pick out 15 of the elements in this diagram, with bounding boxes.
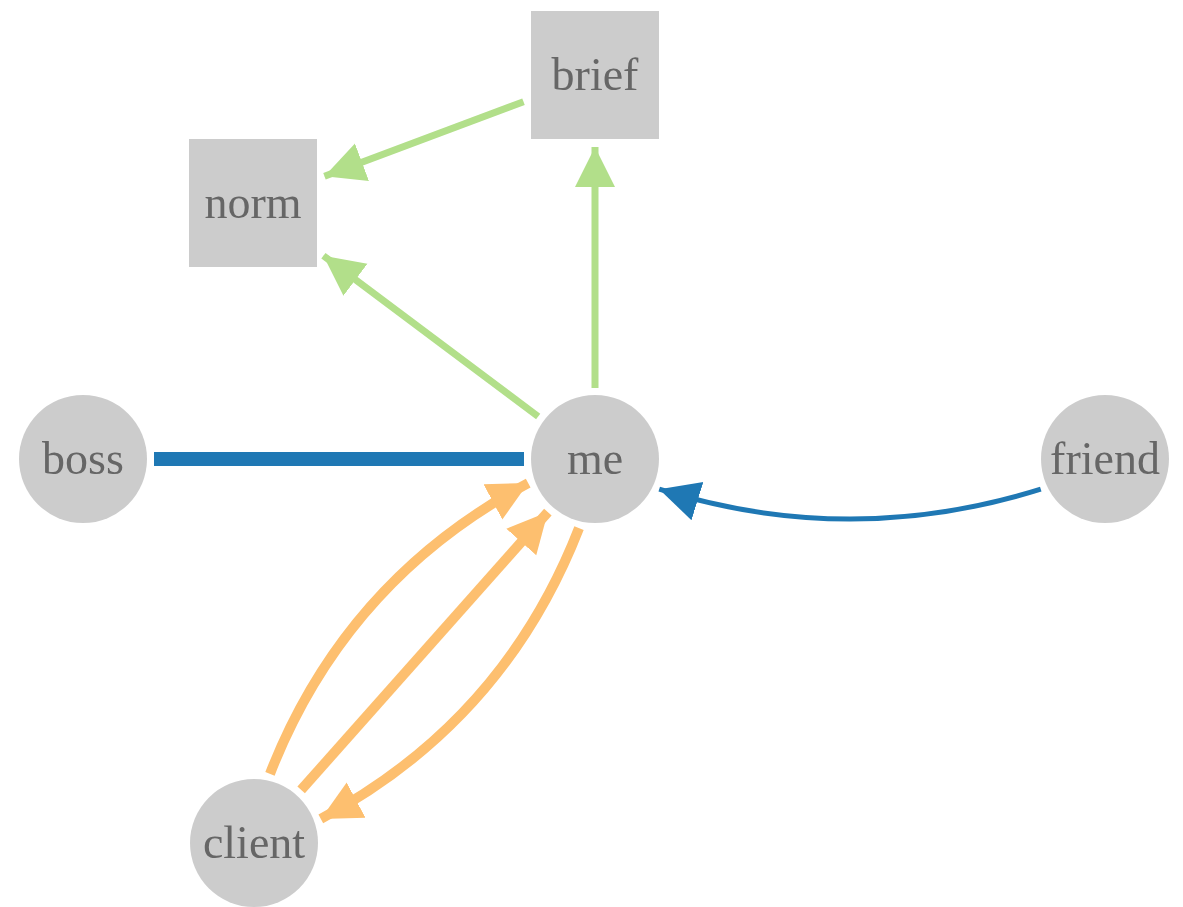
node-label: friend — [1050, 436, 1160, 482]
node-label: me — [566, 436, 624, 482]
node-label: brief — [551, 52, 639, 98]
node-label: boss — [42, 436, 124, 482]
arrow — [265, 478, 531, 776]
arrow — [323, 98, 525, 181]
node-label: client — [202, 820, 306, 866]
connector-line — [154, 452, 524, 466]
arrow — [321, 252, 541, 420]
square-node — [531, 11, 659, 139]
arrow — [297, 508, 552, 794]
node-label: norm — [204, 180, 302, 226]
arrow — [318, 526, 584, 824]
arrow — [658, 481, 1042, 522]
square-node — [189, 139, 317, 267]
